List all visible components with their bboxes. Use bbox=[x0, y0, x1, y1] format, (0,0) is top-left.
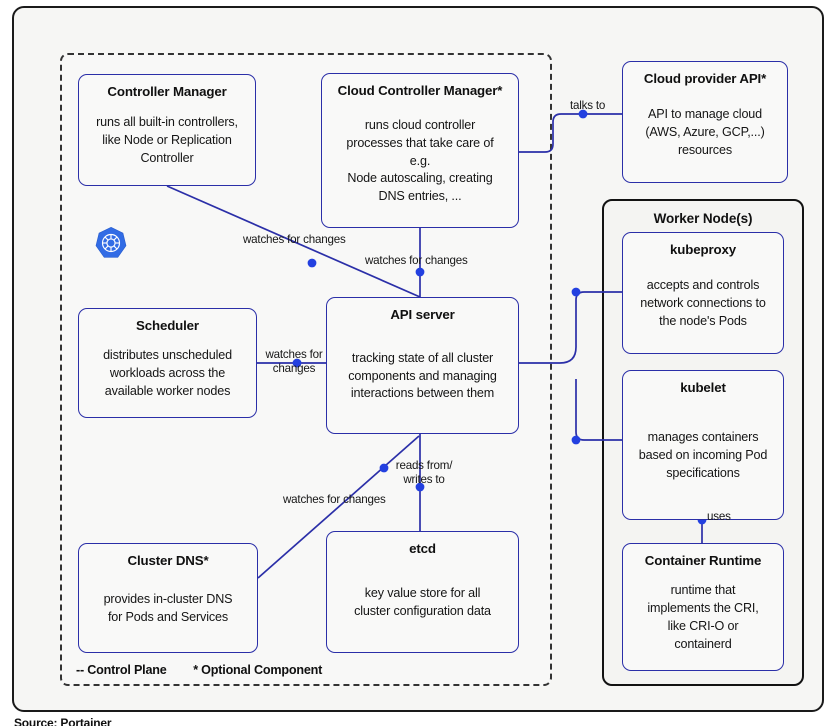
box-description: accepts and controls network connections… bbox=[640, 278, 766, 328]
box-title: kubelet bbox=[680, 380, 726, 395]
box-description: tracking state of all cluster components… bbox=[348, 350, 497, 401]
box-description: distributes unscheduled workloads across… bbox=[103, 348, 232, 398]
box-cloud-controller-manager[interactable]: Cloud Controller Manager* runs cloud con… bbox=[321, 73, 519, 228]
edge-label-cluster-dns-watches: watches for changes bbox=[283, 493, 386, 506]
box-kubeproxy[interactable]: kubeproxy accepts and controls network c… bbox=[622, 232, 784, 354]
box-scheduler[interactable]: Scheduler distributes unscheduled worklo… bbox=[78, 308, 257, 418]
box-kubelet[interactable]: kubelet manages containers based on inco… bbox=[622, 370, 784, 520]
box-description: runtime that implements the CRI, like CR… bbox=[647, 583, 759, 651]
box-title: Cluster DNS* bbox=[127, 553, 209, 568]
box-controller-manager[interactable]: Controller Manager runs all built-in con… bbox=[78, 74, 256, 186]
box-title: Scheduler bbox=[136, 318, 199, 333]
worker-node-title: Worker Node(s) bbox=[653, 211, 753, 226]
box-title: Controller Manager bbox=[107, 84, 227, 99]
legend: -- Control Plane * Optional Component bbox=[76, 663, 322, 677]
edge-label-uses: uses bbox=[707, 510, 731, 523]
edge-label-controller-manager-watches: watches for changes bbox=[243, 233, 346, 246]
box-description: manages containers based on incoming Pod… bbox=[638, 430, 768, 480]
edge-label-reads-writes: reads from/ writes to bbox=[395, 459, 453, 487]
box-title: kubeproxy bbox=[670, 242, 736, 257]
edge-label-ccm-watches: watches for changes bbox=[365, 254, 468, 267]
box-cloud-provider-api[interactable]: Cloud provider API* API to manage cloud … bbox=[622, 61, 788, 183]
box-title: Cloud Controller Manager* bbox=[337, 83, 503, 98]
legend-control-plane: -- Control Plane bbox=[76, 663, 167, 677]
edge-label-scheduler-watches: watches for changes bbox=[265, 348, 323, 376]
box-title: etcd bbox=[409, 541, 436, 556]
box-description: runs cloud controller processes that tak… bbox=[346, 117, 494, 204]
box-etcd[interactable]: etcd key value store for all cluster con… bbox=[326, 531, 519, 653]
source-note: Source: Portainer bbox=[14, 716, 112, 726]
box-description: key value store for all cluster configur… bbox=[354, 586, 491, 618]
box-api-server[interactable]: API server tracking state of all cluster… bbox=[326, 297, 519, 434]
box-cluster-dns[interactable]: Cluster DNS* provides in-cluster DNS for… bbox=[78, 543, 258, 653]
edge-label-talks-to: talks to bbox=[570, 99, 606, 112]
box-title: API server bbox=[390, 307, 455, 322]
box-description: API to manage cloud (AWS, Azure, GCP,...… bbox=[645, 107, 765, 157]
kubernetes-logo bbox=[94, 226, 128, 260]
box-container-runtime[interactable]: Container Runtime runtime that implement… bbox=[622, 543, 784, 671]
box-title: Cloud provider API* bbox=[643, 71, 767, 86]
legend-optional-component: * Optional Component bbox=[193, 663, 323, 677]
box-title: Container Runtime bbox=[644, 553, 762, 568]
box-description: runs all built-in controllers, like Node… bbox=[96, 115, 238, 165]
box-description: provides in-cluster DNS for Pods and Ser… bbox=[103, 592, 233, 624]
